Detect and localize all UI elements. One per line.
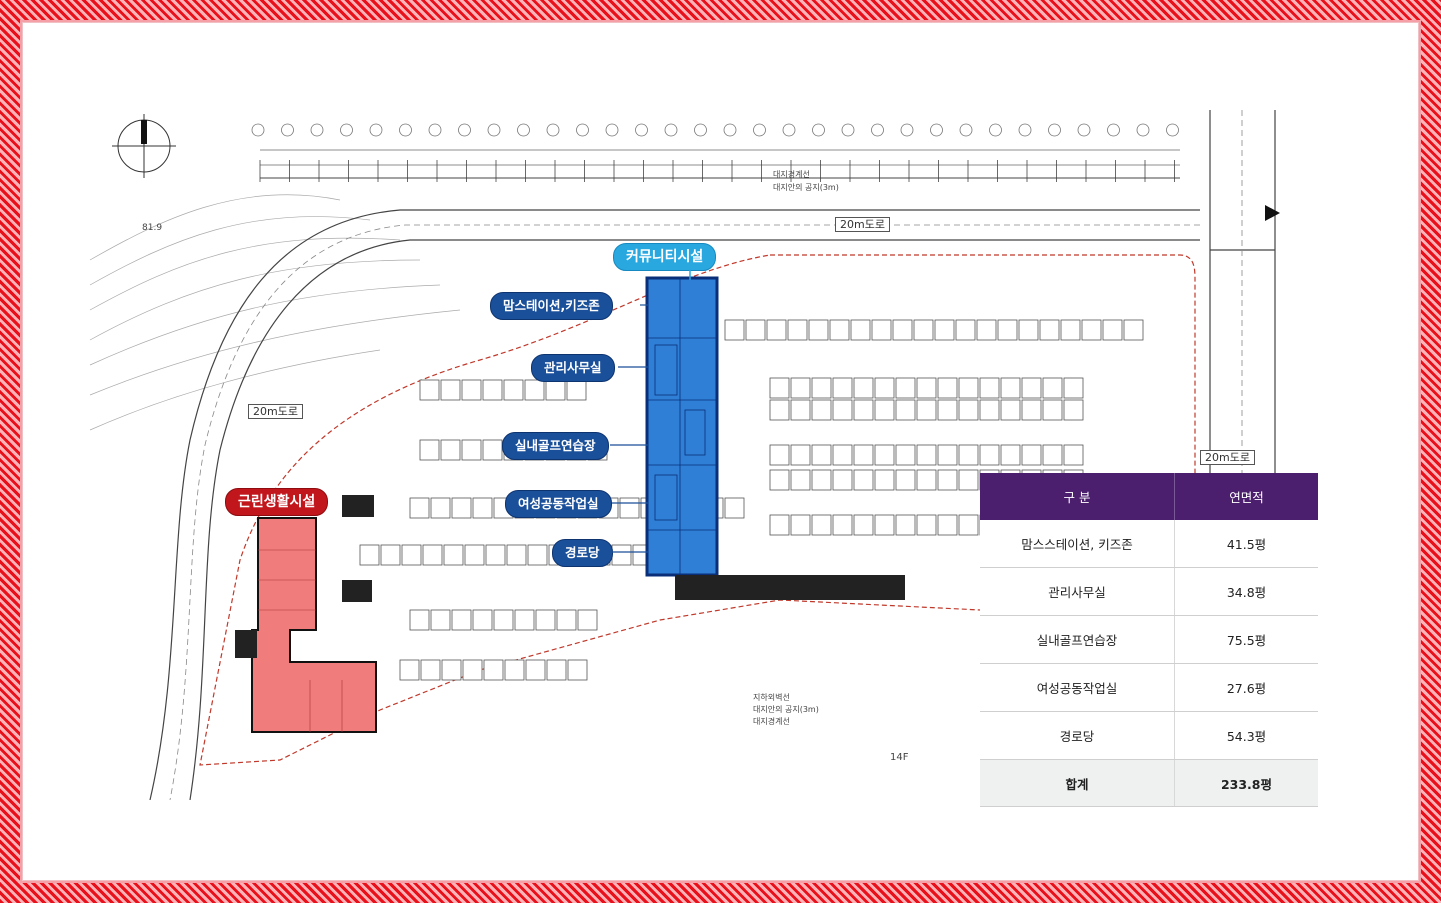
road-label-left: 20m도로 [248, 404, 303, 419]
total-name: 합계 [980, 759, 1175, 807]
header-area: 연면적 [1174, 473, 1318, 520]
table-row: 경로당 54.3평 [980, 711, 1318, 760]
road-label-right: 20m도로 [1200, 450, 1255, 465]
row-area: 75.5평 [1174, 615, 1318, 664]
north-arrow [112, 114, 176, 178]
floors-label: 14F [890, 752, 909, 763]
row-name: 관리사무실 [980, 567, 1175, 616]
road-label-top: 20m도로 [835, 217, 890, 232]
row-name: 맘스스테이션, 키즈존 [980, 520, 1175, 568]
open-space-top-label: 대지안의 공지(3m) [773, 182, 839, 192]
contour-elevation: 81.9 [142, 223, 162, 233]
row-name: 실내골프연습장 [980, 615, 1175, 664]
callout-neighborhood: 근린생활시설 [225, 488, 329, 516]
row-name: 여성공동작업실 [980, 663, 1175, 712]
table-total-row: 합계 233.8평 [980, 759, 1318, 807]
row-area: 41.5평 [1174, 520, 1318, 568]
column-grid-markers [251, 123, 1179, 137]
open-space-bottom-label: 대지안의 공지(3m) [753, 704, 819, 714]
site-boundary-bottom-label: 대지경계선 [753, 716, 790, 726]
underground-wall-label: 지하외벽선 [753, 692, 790, 702]
table-row: 여성공동작업실 27.6평 [980, 663, 1318, 712]
row-name: 경로당 [980, 711, 1175, 760]
row-area: 54.3평 [1174, 711, 1318, 760]
callout-womens-workshop: 여성공동작업실 [505, 490, 612, 518]
total-area: 233.8평 [1174, 759, 1318, 807]
row-area: 27.6평 [1174, 663, 1318, 712]
site-plan-drawing: 대지경계선 대지안의 공지(3m) 지하외벽선 대지안의 공지(3m) 대지경계… [89, 110, 1280, 800]
callout-moms-station: 맘스테이션,키즈존 [490, 292, 613, 320]
site-boundary-top-label: 대지경계선 [773, 169, 810, 179]
header-category: 구 분 [980, 473, 1175, 520]
community-building [645, 276, 719, 577]
table-row: 맘스스테이션, 키즈존 41.5평 [980, 520, 1318, 568]
table-header-row: 구 분 연면적 [980, 473, 1318, 520]
callout-community: 커뮤니티시설 [613, 243, 717, 271]
callout-senior: 경로당 [552, 539, 613, 567]
row-area: 34.8평 [1174, 567, 1318, 616]
callout-golf: 실내골프연습장 [502, 432, 609, 460]
callout-management: 관리사무실 [531, 354, 615, 382]
facility-area-table: 구 분 연면적 맘스스테이션, 키즈존 41.5평 관리사무실 34.8평 실내… [980, 473, 1318, 807]
table-row: 관리사무실 34.8평 [980, 567, 1318, 616]
table-row: 실내골프연습장 75.5평 [980, 615, 1318, 664]
